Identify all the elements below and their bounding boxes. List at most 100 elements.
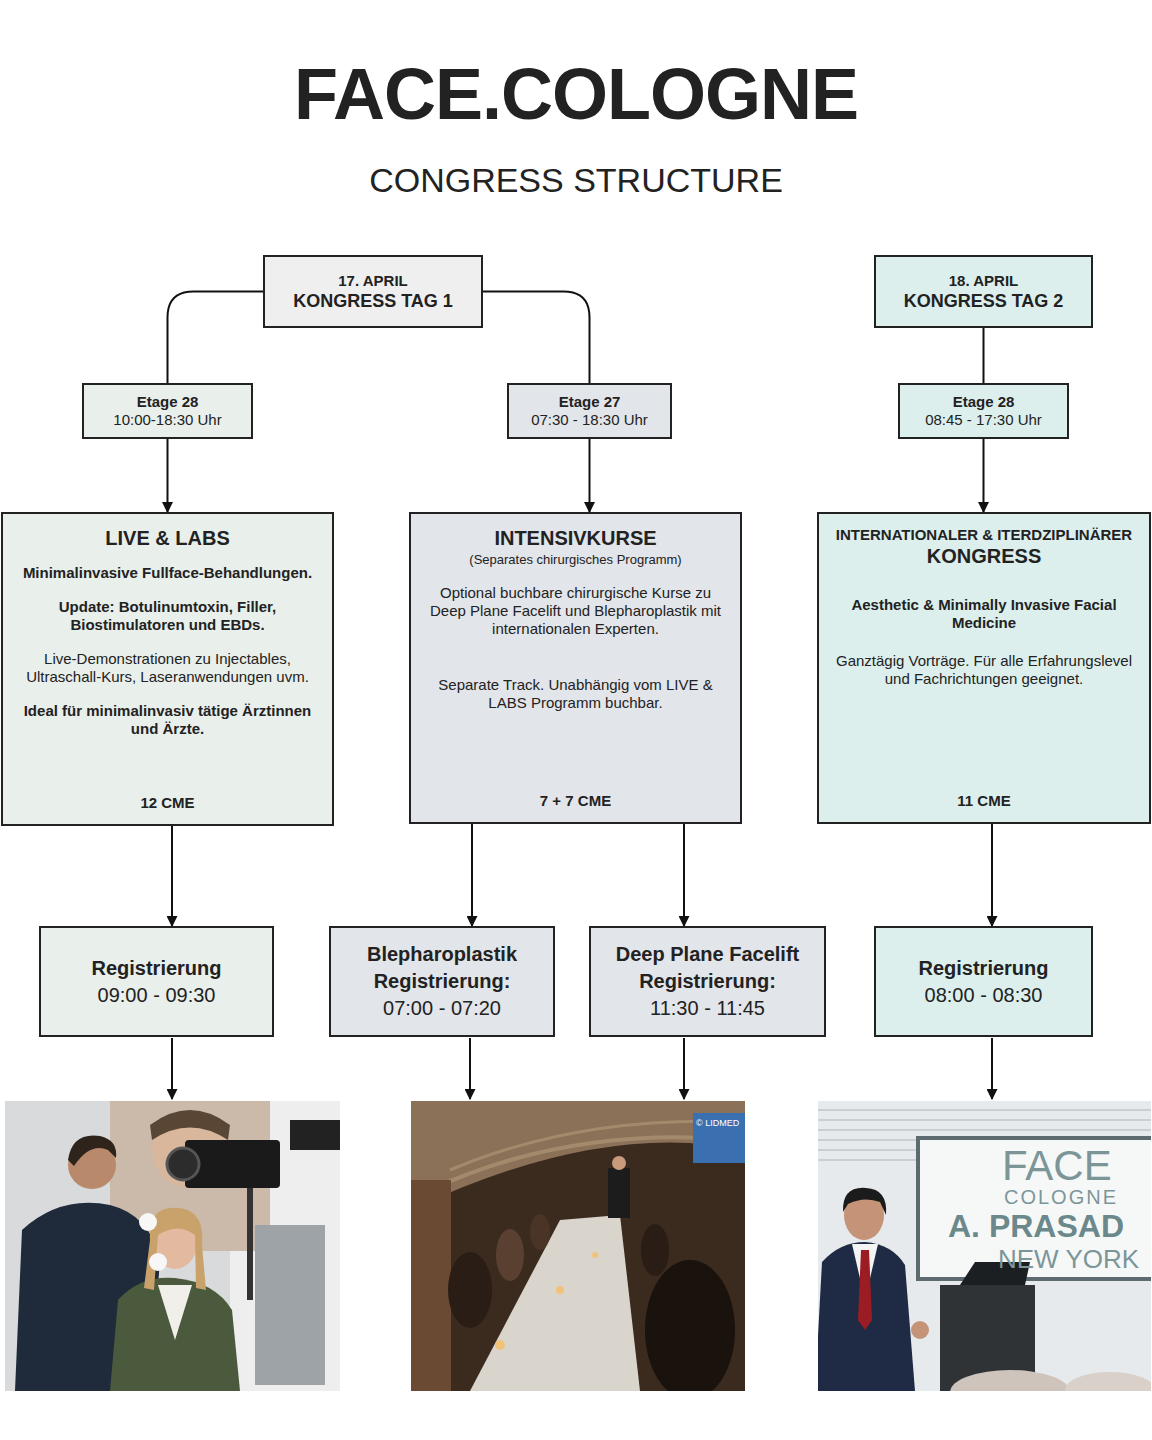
- camera-stand: [247, 1188, 253, 1300]
- speaker: [608, 1168, 630, 1218]
- date-box: 17. APRILKONGRESS TAG 1: [263, 255, 483, 328]
- node-text: Ganztägig Vorträge. Für alle Erfahrungsl…: [833, 652, 1135, 688]
- node-text: (Separates chirurgisches Programm): [425, 552, 726, 568]
- title: FACE.COLOGNE: [0, 52, 1152, 136]
- node-text: 07:00 - 07:20: [341, 995, 543, 1022]
- blind-slat: [818, 1139, 918, 1141]
- audience-head: [950, 1370, 1070, 1391]
- node-text: Separate Track. Unabhängig vom LIVE & LA…: [425, 676, 726, 712]
- node-text: 7 + 7 CME: [425, 792, 726, 810]
- node-text: 10:00-18:30 Uhr: [94, 411, 241, 429]
- blind-slat: [818, 1119, 1151, 1121]
- patient-shirt: [158, 1285, 192, 1340]
- attendee: [641, 1224, 669, 1276]
- node-heading: Etage 28: [910, 393, 1057, 411]
- floor-box: Etage 2810:00-18:30 Uhr: [82, 383, 253, 439]
- long-table: [470, 1215, 640, 1391]
- node-text: Minimalinvasive Fullface-Behandlungen.: [17, 564, 318, 582]
- connector: [483, 292, 590, 384]
- photo-arrow: [171, 1038, 173, 1099]
- floor-box: Etage 2707:30 - 18:30 Uhr: [507, 383, 672, 439]
- program-box: INTENSIVKURSE (Separates chirurgisches Pr…: [409, 512, 742, 824]
- node-text: 12 CME: [17, 794, 318, 812]
- program-box: LIVE & LABS Minimalinvasive Fullface-Beha…: [1, 512, 334, 826]
- node-text: KONGRESS TAG 1: [275, 290, 471, 313]
- date-box: 18. APRILKONGRESS TAG 2: [874, 255, 1093, 328]
- node-heading: INTENSIVKURSE: [425, 526, 726, 550]
- photo-ground: [5, 1101, 340, 1391]
- node-text: KONGRESS TAG 2: [886, 290, 1081, 313]
- speaker-suit: [818, 1242, 915, 1391]
- node-text: Ideal für minimalinvasiv tätige Ärztinne…: [17, 702, 318, 738]
- connector: [471, 824, 473, 926]
- photo-arrow: [991, 1038, 993, 1099]
- node-heading: Registrierung: [51, 955, 262, 982]
- node-heading: 17. APRIL: [275, 271, 471, 290]
- connector: [983, 439, 985, 512]
- registration-box: Blepharoplastik Registrierung:07:00 - 07…: [329, 926, 555, 1037]
- lecture-photo: [818, 1101, 1151, 1391]
- attendee-blur: [645, 1260, 735, 1391]
- photo-arrow: [683, 1038, 685, 1099]
- subtitle: CONGRESS STRUCTURE: [0, 160, 1152, 200]
- node-text: 09:00 - 09:30: [51, 982, 262, 1009]
- speaker-hair: [843, 1188, 886, 1215]
- blind-slat: [818, 1149, 918, 1151]
- attendee: [496, 1229, 524, 1281]
- table-lamp: [556, 1286, 564, 1294]
- table-lamp: [495, 1340, 505, 1350]
- screen: [693, 1113, 745, 1163]
- node-text: Update: Botulinumtoxin, Filler, Biostimu…: [17, 598, 318, 634]
- node-heading: Etage 28: [94, 393, 241, 411]
- connector: [167, 439, 169, 512]
- registration-box: Registrierung09:00 - 09:30: [39, 926, 274, 1037]
- node-text: Optional buchbare chirurgische Kurse zu …: [425, 584, 726, 638]
- node-text: KONGRESS: [833, 544, 1135, 568]
- gloved-hand: [149, 1253, 167, 1271]
- node-text: 08:00 - 08:30: [886, 982, 1081, 1009]
- screen-text: FACE: [1002, 1144, 1112, 1188]
- camera-rig: [290, 1120, 340, 1150]
- connector: [171, 826, 173, 926]
- poster-hair: [150, 1110, 230, 1140]
- screen-text: COLOGNE: [1004, 1186, 1118, 1208]
- node-text: 07:30 - 18:30 Uhr: [519, 411, 660, 429]
- gloved-hand: [139, 1213, 157, 1231]
- node-heading: Etage 27: [519, 393, 660, 411]
- live-demo-photo: [5, 1101, 340, 1391]
- table-lamp: [592, 1252, 598, 1258]
- node-heading: Registrierung: [886, 955, 1081, 982]
- photo-credit: © LIDMED: [696, 1118, 739, 1129]
- connector: [168, 292, 264, 384]
- vault-ceiling: [411, 1101, 745, 1210]
- blind-slat: [818, 1129, 1151, 1131]
- node-text: 11 CME: [833, 792, 1135, 810]
- connector: [683, 824, 685, 926]
- node-text: Aesthetic & Minimally Invasive Facial Me…: [833, 596, 1135, 632]
- speaker-head: [612, 1156, 626, 1170]
- device: [255, 1225, 325, 1385]
- camera-lens: [167, 1148, 199, 1180]
- registration-box: Deep Plane Facelift Registrierung:11:30 …: [589, 926, 826, 1037]
- floor-box: Etage 2808:45 - 17:30 Uhr: [898, 383, 1069, 439]
- node-text: 08:45 - 17:30 Uhr: [910, 411, 1057, 429]
- attendee: [448, 1252, 492, 1328]
- node-heading: INTERNATIONALER & ITERDZIPLINÄRER: [833, 526, 1135, 544]
- audience-head: [1065, 1372, 1151, 1391]
- node-text: 11:30 - 11:45: [601, 995, 814, 1022]
- node-heading: Deep Plane Facelift Registrierung:: [601, 941, 814, 995]
- screen-frame: [916, 1136, 1151, 1281]
- attendee: [530, 1214, 550, 1250]
- connector: [983, 328, 985, 383]
- screen-text: A. PRASAD: [948, 1208, 1124, 1244]
- course-photo: [411, 1101, 745, 1391]
- node-heading: Blepharoplastik Registrierung:: [341, 941, 543, 995]
- doctor-hair: [68, 1136, 116, 1167]
- brick-wall: [411, 1180, 451, 1391]
- node-heading: LIVE & LABS: [17, 526, 318, 550]
- connector: [589, 439, 591, 512]
- blind-slat: [818, 1159, 918, 1161]
- connector: [991, 824, 993, 926]
- speaker-tie: [858, 1250, 872, 1330]
